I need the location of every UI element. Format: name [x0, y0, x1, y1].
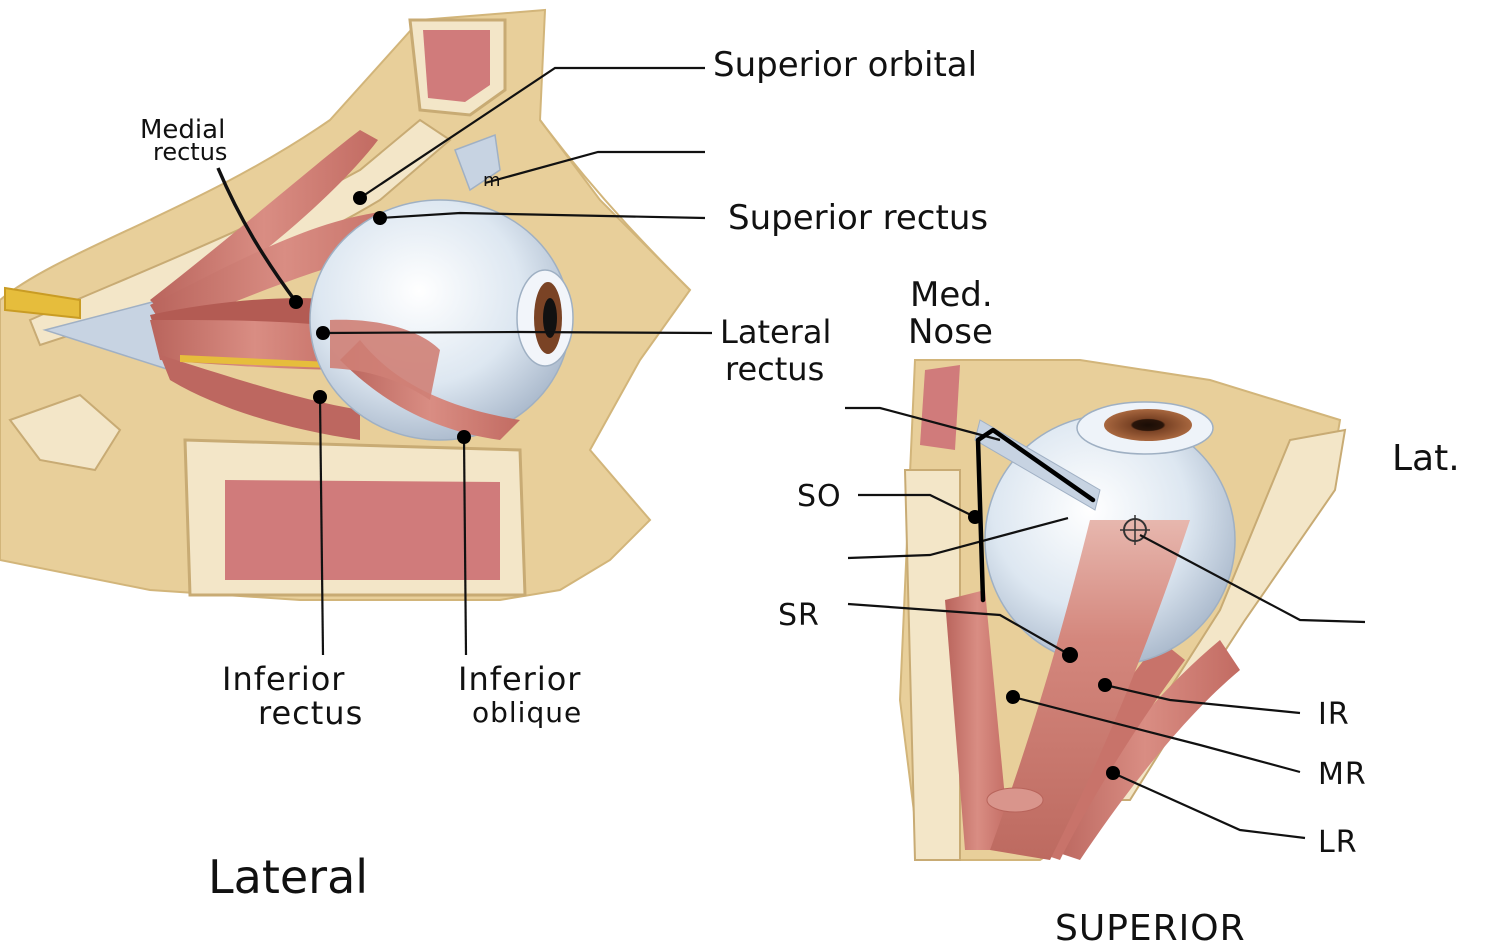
frontal-sinus-cavity [423, 30, 490, 102]
label-medial-rectus-2: rectus [153, 138, 227, 166]
lateral-inferior-oblique-muscle [340, 340, 520, 440]
so-hand-drawn-path [975, 427, 1096, 603]
pin-inferior-oblique [457, 430, 471, 444]
leader-lateral-rectus [322, 330, 713, 335]
superior-sr-muscle [990, 520, 1190, 860]
label-unlabeled-top-mark: m [483, 170, 501, 191]
superior-mr-muscle [945, 590, 1010, 850]
leader-lr [1112, 771, 1306, 840]
lateral-view-illustration [0, 8, 692, 601]
pin-mr [1006, 690, 1020, 704]
muscle-stub [986, 787, 1044, 813]
superior-view-illustration [898, 359, 1347, 861]
pin-lr [1106, 766, 1120, 780]
superior-lr-muscle [1050, 640, 1240, 860]
label-lateral: Lat. [1392, 438, 1460, 479]
label-inferior-oblique-2: oblique [472, 696, 582, 729]
label-lateral-rectus-1: Lateral [720, 313, 831, 351]
leader-so [858, 493, 976, 518]
leader-middle-blank [847, 516, 1069, 560]
lateral-leader-lines [216, 66, 713, 656]
label-sr: SR [778, 598, 820, 633]
lateral-superior-oblique-muscle [150, 130, 378, 320]
pin-inferior-rectus [313, 390, 327, 404]
superior-view-title: SUPERIOR [1055, 908, 1246, 949]
optic-nerve [4, 286, 81, 320]
lateral-nerve-strip [180, 355, 330, 368]
medial-wall [903, 469, 961, 861]
superior-iris [1104, 409, 1192, 441]
superior-text-labels: Med. Nose Lat. SO SR IR MR LR SUPERIOR [778, 275, 1460, 949]
lateral-text-labels: Superior orbital m Medial rectus Superio… [140, 45, 988, 904]
lateral-rectus-insertion [330, 319, 440, 400]
ethmoid-bone [8, 393, 122, 472]
label-medial-1: Med. [910, 275, 993, 315]
nose-profile [539, 119, 691, 291]
leader-inferior-rectus [318, 396, 325, 656]
leader-unlabeled-top [484, 150, 705, 185]
label-inferior-rectus-1: Inferior [222, 660, 345, 698]
label-superior-rectus: Superior rectus [728, 198, 988, 238]
leader-medial-rectus [216, 167, 298, 304]
label-mr: MR [1318, 757, 1367, 792]
maxillary-sinus-cavity [225, 480, 500, 580]
pin-ir [1098, 678, 1112, 692]
pin-superior-orbital [353, 191, 367, 205]
leader-superior-orbital [359, 66, 705, 199]
label-medial-rectus-1: Medial [140, 115, 225, 145]
pin-lateral-rectus [316, 326, 330, 340]
leader-sr [847, 602, 1071, 656]
label-medial-2: Nose [908, 312, 993, 352]
label-ir: IR [1318, 697, 1350, 732]
label-so: SO [797, 479, 842, 514]
trochlea [454, 133, 501, 192]
ethmoid-sinus [920, 365, 960, 450]
leader-mr [1012, 695, 1301, 774]
lateral-view-title: Lateral [208, 850, 368, 904]
leader-top-blank [845, 406, 1001, 442]
label-superior-orbital: Superior orbital [713, 45, 977, 85]
superior-leader-lines [845, 406, 1366, 840]
label-inferior-rectus-2: rectus [258, 694, 363, 732]
pin-medial-rectus [289, 295, 303, 309]
lateral-inferior-rectus-muscle [160, 355, 360, 440]
label-lateral-rectus-2: rectus [725, 350, 824, 388]
pin-sr [1062, 647, 1078, 663]
leader-superior-rectus [379, 211, 706, 220]
leader-right-blank [1139, 534, 1366, 624]
lateral-pupil [543, 298, 557, 338]
label-inferior-oblique-1: Inferior [458, 660, 581, 698]
label-lr: LR [1318, 825, 1358, 860]
pin-superior-rectus [373, 211, 387, 225]
leader-ir [1104, 683, 1301, 715]
leader-inferior-oblique [462, 436, 468, 656]
